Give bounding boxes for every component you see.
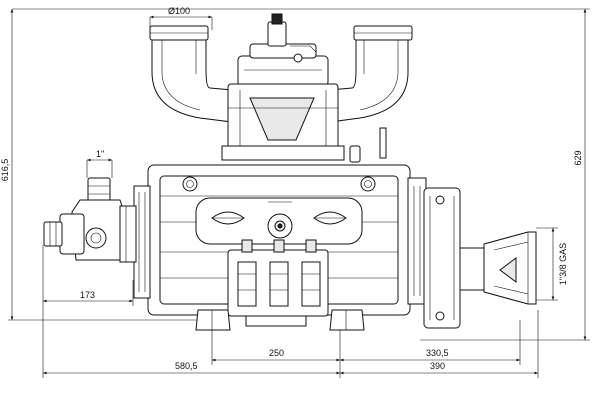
dim-right-total: 390 [430, 361, 445, 371]
oil-reservoir-cap [237, 13, 329, 87]
dim-center-spacing: 250 [269, 348, 284, 358]
dimension-labels: Ø100 616,5 629 1" 1"3/8 GAS 173 250 580,… [0, 6, 583, 371]
upper-housing [221, 83, 387, 163]
mounting-feet [195, 309, 365, 331]
dim-left-total: 580,5 [175, 361, 198, 371]
pump-body [43, 13, 537, 331]
piston-valves [227, 239, 329, 317]
dim-right-offset: 330,5 [426, 348, 449, 358]
dim-left-height: 616,5 [0, 159, 10, 182]
dim-left-offset: 173 [80, 290, 95, 300]
dim-inlet-thread: 1" [96, 149, 104, 159]
inlet-fitting [43, 177, 137, 263]
dim-outlet-thread: 1"3/8 GAS [558, 243, 568, 285]
dim-top-diameter: Ø100 [168, 6, 190, 16]
crankcase-side-plates [133, 177, 427, 305]
dim-right-height: 629 [573, 150, 583, 165]
drive-gearbox [423, 187, 537, 329]
twin-inlet-pipes [149, 25, 413, 123]
